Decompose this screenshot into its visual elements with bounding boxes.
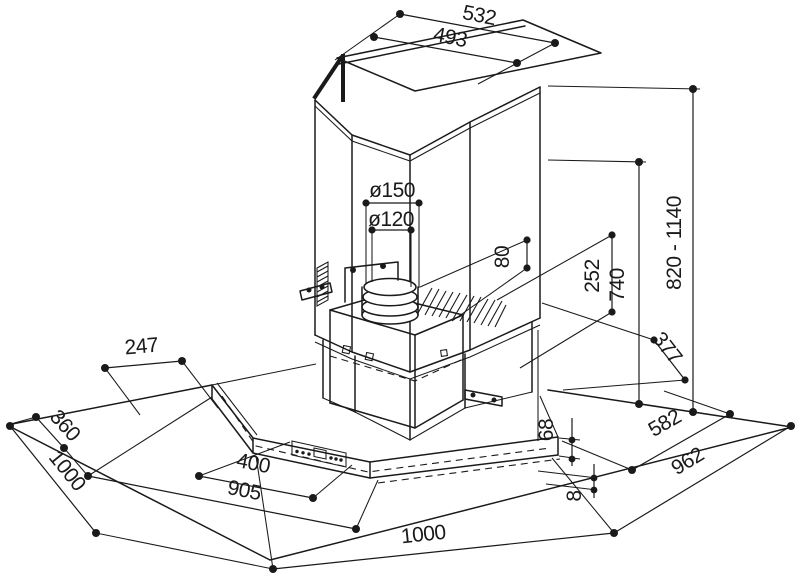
motor-unit [329, 294, 464, 429]
dim-label-252: 252 [581, 259, 604, 293]
dim-label-493: 493 [432, 23, 469, 52]
extension-lines [6, 13, 731, 570]
dim-label-532: 532 [461, 1, 498, 30]
floor-outline [6, 384, 793, 561]
dim-label-820-1140: 820 - 1140 [663, 196, 686, 290]
dim-label-247: 247 [124, 334, 159, 360]
chimney-upper-section [314, 86, 541, 380]
control-panel [291, 440, 347, 468]
dim-label-400: 400 [235, 449, 272, 478]
canopy [211, 363, 561, 484]
wall-section-hatch [316, 261, 329, 307]
dimension-dots [6, 10, 795, 573]
ceiling-plate [312, 19, 602, 102]
dim-label-377: 377 [648, 328, 687, 369]
dim-label-80: 80 [491, 246, 514, 268]
side-bracket [464, 389, 503, 407]
duct-section-hatch [417, 287, 507, 328]
duct-spigot [361, 277, 419, 325]
dim-label-905: 905 [226, 476, 263, 505]
chimney-lower-section [322, 321, 539, 441]
dim-label-1000-front: 1000 [400, 521, 447, 549]
dimension-labels: 532 493 ø150 ø120 80 252 740 820 - 1140 … [44, 1, 708, 548]
dim-label-68: 68 [535, 419, 558, 441]
dim-label-962: 962 [667, 443, 708, 480]
dim-label-740: 740 [606, 268, 629, 302]
dim-label-d150: ø150 [369, 179, 415, 202]
dim-label-d120: ø120 [368, 208, 414, 231]
dim-label-8: 8 [563, 490, 586, 501]
